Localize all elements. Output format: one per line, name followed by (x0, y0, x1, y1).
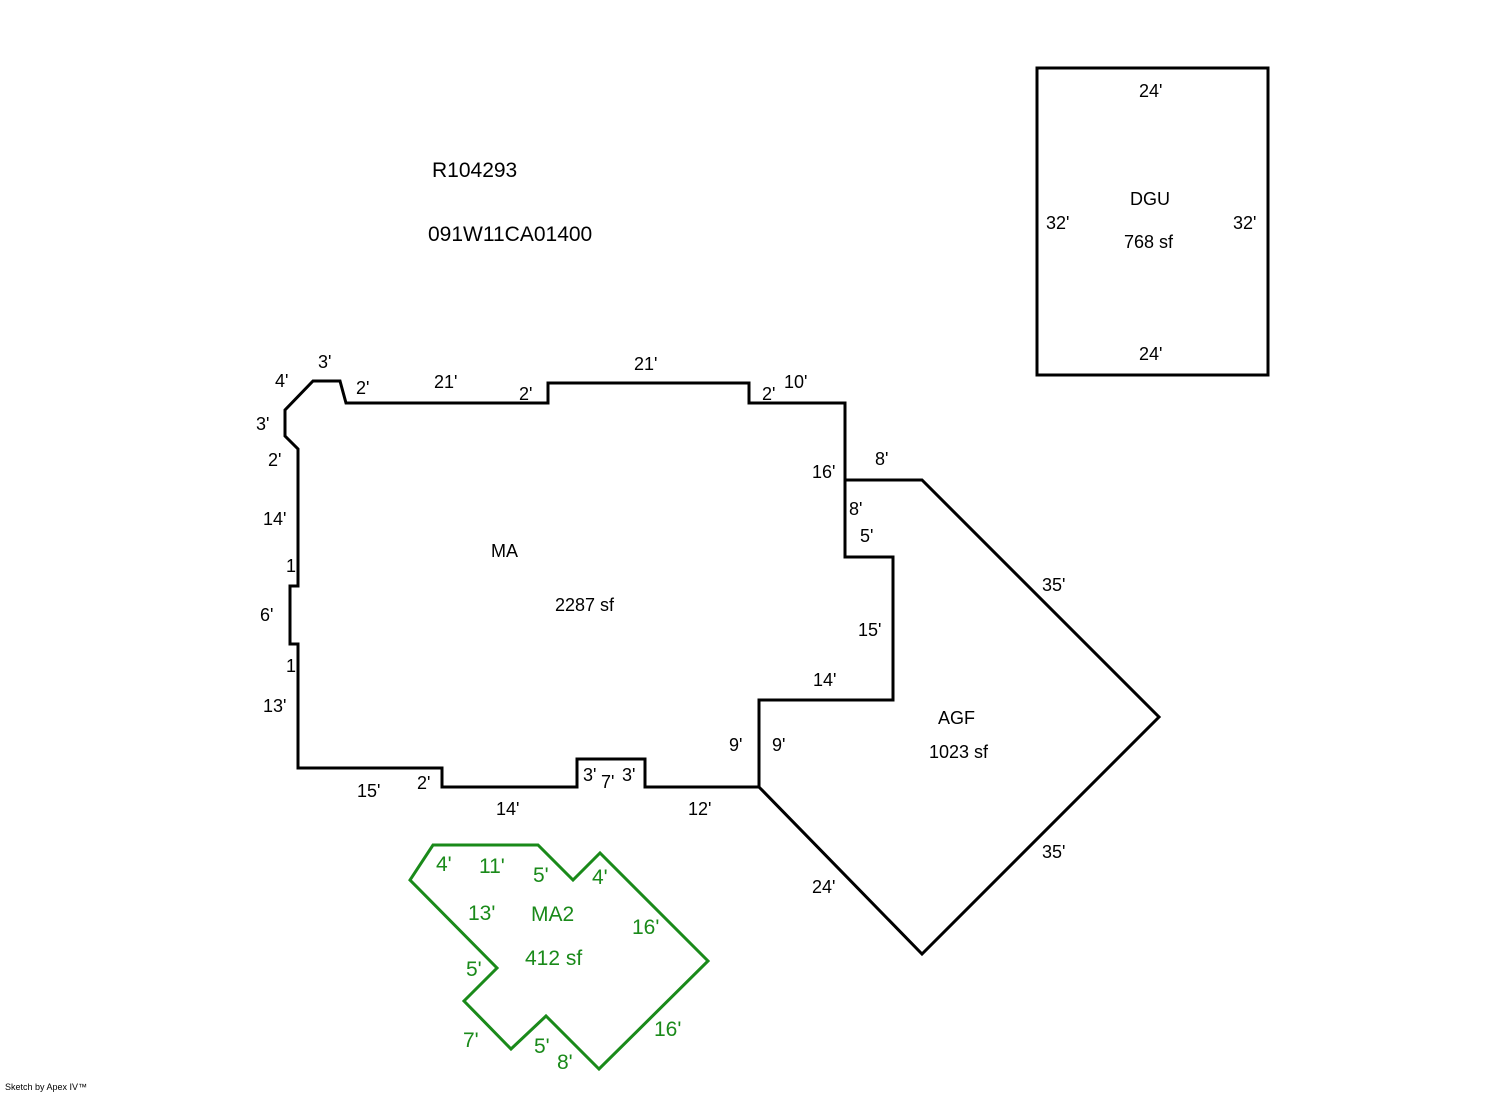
ma-outline (283, 379, 895, 789)
ma-dim: 3' (583, 765, 596, 785)
ma2-dim: 16' (654, 1018, 681, 1041)
agf-dim: 35' (1042, 575, 1065, 595)
ma2-dim: 11' (479, 855, 505, 878)
parcel-number: 091W11CA01400 (428, 223, 592, 246)
agf-dim: 9' (772, 735, 785, 755)
ma-dim: 1 (286, 656, 296, 676)
ma2-dim: 8' (557, 1051, 573, 1074)
ma-dim: 9' (729, 735, 742, 755)
ma-dim: 14' (813, 670, 836, 690)
ma-dim: 3' (256, 414, 269, 434)
dgu-outline (1035, 66, 1270, 377)
dgu-dim-bottom: 24' (1139, 344, 1162, 364)
ma2-dim: 13' (468, 902, 495, 925)
agf-dim: 24' (812, 877, 835, 897)
ma-dim: 2' (356, 378, 369, 398)
ma2-dim: 5' (533, 864, 549, 887)
ma-dim: 14' (496, 799, 519, 819)
dgu-dim-left: 32' (1046, 213, 1069, 233)
ma-dim: 5' (860, 526, 873, 546)
agf-area: 1023 sf (929, 742, 989, 762)
ma2-dim: 16' (632, 916, 659, 939)
ma-dim: 3' (318, 352, 331, 372)
ma-dim: 2' (268, 450, 281, 470)
ma2-dim: 4' (592, 866, 608, 889)
ma-dim: 14' (263, 509, 286, 529)
agf-code: AGF (938, 708, 975, 728)
ma2-section: MA2 412 sf 4' 11' 5' 4' 13' 16' 5' 7' 5'… (408, 843, 711, 1074)
ma-dim: 2' (417, 773, 430, 793)
ma-dim: 6' (260, 605, 273, 625)
ma2-dim: 5' (466, 958, 482, 981)
agf-section: AGF 1023 sf 8' 35' 9' 24' 35' (757, 449, 1162, 957)
ma-dim: 1 (286, 556, 296, 576)
dgu-code: DGU (1130, 189, 1170, 209)
ma-dim: 3' (622, 765, 635, 785)
ma-dim: 16' (812, 462, 835, 482)
ma-dim: 15' (357, 781, 380, 801)
dgu-area: 768 sf (1124, 232, 1174, 252)
dgu-dim-right: 32' (1233, 213, 1256, 233)
ma-dim: 21' (434, 372, 457, 392)
agf-outline (757, 478, 1162, 957)
agf-dim: 35' (1042, 842, 1065, 862)
ma2-area: 412 sf (525, 947, 582, 970)
ma2-dim: 7' (463, 1029, 479, 1052)
ma-dim: 2' (762, 384, 775, 404)
dgu-dim-top: 24' (1139, 81, 1162, 101)
ma-dim: 8' (849, 499, 862, 519)
agf-dim: 8' (875, 449, 888, 469)
sketch-credit: Sketch by Apex IV™ (5, 1082, 87, 1092)
ma-dim: 12' (688, 799, 711, 819)
ma-dim: 7' (601, 772, 614, 792)
ma2-code: MA2 (531, 903, 574, 926)
ma-dim: 15' (858, 620, 881, 640)
ma2-outline (408, 843, 711, 1072)
ma-dim: 21' (634, 354, 657, 374)
ma-dim: 2' (519, 384, 532, 404)
ma-dim: 10' (784, 372, 807, 392)
ma-dim: 4' (275, 371, 288, 391)
record-id: R104293 (432, 159, 517, 182)
ma2-dim: 4' (436, 853, 452, 876)
ma-code: MA (491, 541, 518, 561)
ma2-dim: 5' (534, 1035, 550, 1058)
ma-section: MA 2287 sf 3' 4' 2' 21' 2' 21' 2' 10' 3'… (256, 352, 895, 819)
ma-area: 2287 sf (555, 595, 615, 615)
dgu-section: DGU 768 sf 24' 32' 32' 24' (1035, 66, 1270, 377)
ma-dim: 13' (263, 696, 286, 716)
